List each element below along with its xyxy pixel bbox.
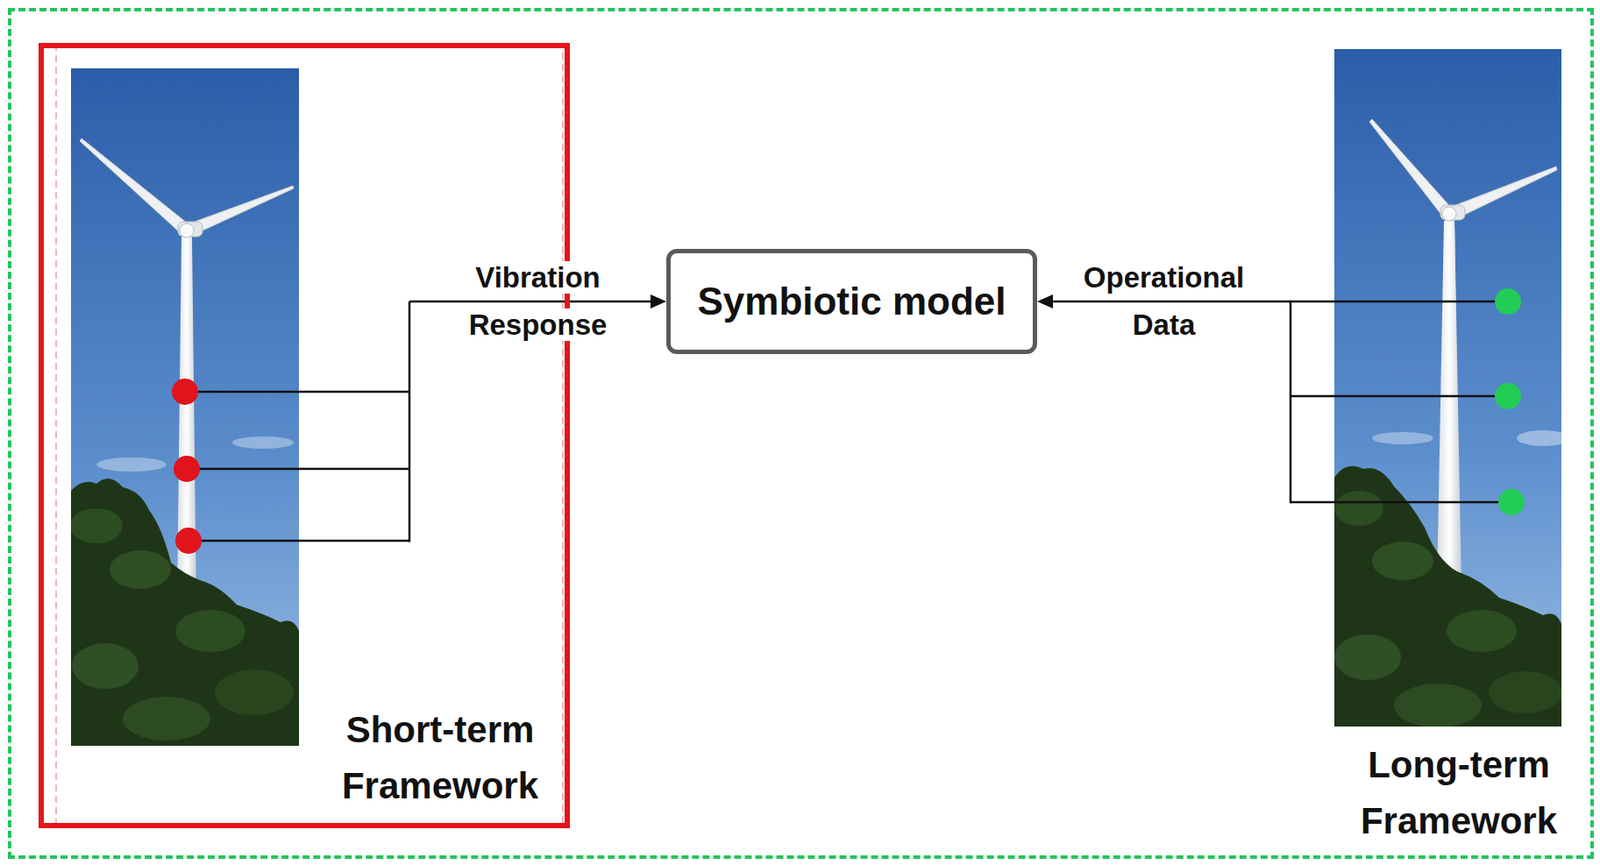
short-term-frame: Short-term Framework bbox=[38, 42, 570, 829]
frame-label: Long-term Framework bbox=[1344, 737, 1573, 850]
edge-label-holder: Operational Data bbox=[1063, 254, 1266, 349]
sensor-wires bbox=[184, 301, 410, 543]
sensor-wires bbox=[1290, 300, 1512, 504]
long-term-frame: Long-term Framework Short-term Framework S… bbox=[7, 7, 1594, 860]
operational-sensor bbox=[1494, 288, 1525, 516]
edge-label: Operational Data bbox=[1083, 261, 1245, 342]
vibration-sensor bbox=[171, 378, 202, 555]
wind-turbine-photo bbox=[71, 68, 299, 747]
process-box: Symbiotic model bbox=[666, 248, 1038, 355]
edge-label: Vibration Response bbox=[469, 261, 608, 342]
inner-dashed-line bbox=[56, 46, 563, 825]
edge-label-holder: Vibration Response bbox=[437, 254, 640, 349]
wind-turbine-photo bbox=[1334, 49, 1562, 727]
data-flow-arrow bbox=[1037, 294, 1291, 309]
box-label: Symbiotic model bbox=[696, 279, 1006, 324]
data-flow-arrow bbox=[409, 294, 667, 309]
frame-label: Short-term Framework bbox=[326, 702, 555, 815]
